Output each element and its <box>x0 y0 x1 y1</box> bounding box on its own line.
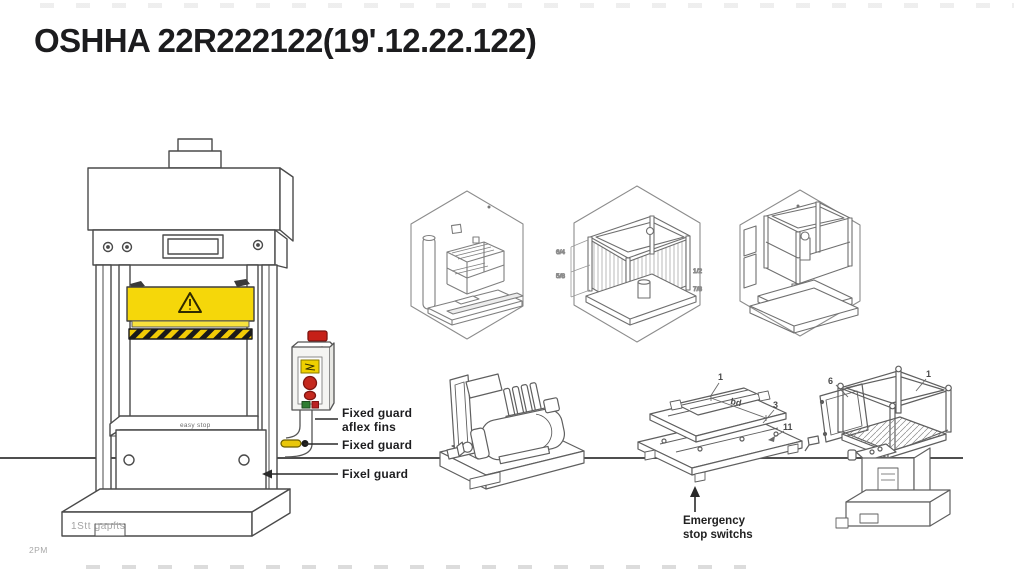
pendant-control <box>284 330 335 458</box>
interlock-pin <box>280 439 309 448</box>
dieset-callout-lower: 11 <box>783 422 793 432</box>
corner-text: 2PM <box>29 545 48 555</box>
cage-dim-right-bottom: 7/8 <box>693 286 702 293</box>
die-set-illustration: 1 bd 3 11 <box>637 372 803 483</box>
pendant-red-button <box>302 375 318 391</box>
arrowhead-left <box>262 469 272 479</box>
page-title: OSHHA 22R222122(19'.12.22.122) <box>34 22 537 59</box>
iso-thumbnail-mesh-cage: 6/4 5/8 1/2 7/8 <box>555 185 703 343</box>
label-fixel-guard: Fixel guard <box>342 467 408 481</box>
label-fixed-guard-flex-line1: Fixed guard <box>342 406 412 420</box>
dieset-dim-label: bd <box>730 396 743 408</box>
hazard-stripe-bar <box>128 328 253 340</box>
pendant-warning-label <box>300 359 320 374</box>
bench-machine-illustration <box>439 373 585 490</box>
dieset-callout-top: 1 <box>718 372 723 382</box>
press-caption: 1Stt gapfts <box>71 521 126 532</box>
pendant-green-button <box>301 401 311 409</box>
warning-triangle-icon <box>178 292 202 313</box>
iso-thumbnail-guard-frame <box>739 189 861 337</box>
pedestal-callout-left: 6 <box>828 376 833 386</box>
hydraulic-press-illustration: easy stop <box>61 138 294 537</box>
press-table-text: easy stop <box>180 422 211 429</box>
pendant-red-button-small <box>303 390 317 401</box>
leader-labels: Fixed guard aflex fins Fixed guard Fixel… <box>262 406 412 481</box>
cage-dim-left-bottom: 5/8 <box>556 273 565 280</box>
cage-dim-right-top: 1/2 <box>693 268 702 275</box>
arrowhead-up <box>690 486 700 497</box>
iso-thumbnail-guard-enclosure-1 <box>410 190 524 340</box>
pedestal-machine-illustration: 6 1 <box>804 365 952 529</box>
pedestal-callout-right: 1 <box>926 369 931 379</box>
label-fixed-guard: Fixed guard <box>342 438 412 452</box>
cage-dim-left-top: 6/4 <box>556 249 565 256</box>
faint-bottom-artifact-text <box>86 565 746 569</box>
label-emergency-line1: Emergency <box>683 515 746 527</box>
label-fixed-guard-flex-line2: aflex fins <box>342 420 396 434</box>
label-emergency-line2: stop switchs <box>683 529 753 541</box>
emergency-stop-annotation: Emergency stop switchs <box>683 486 753 541</box>
bench-motor <box>456 397 566 465</box>
dieset-callout-right: 3 <box>773 400 778 410</box>
faint-top-artifact-text <box>40 3 1014 8</box>
